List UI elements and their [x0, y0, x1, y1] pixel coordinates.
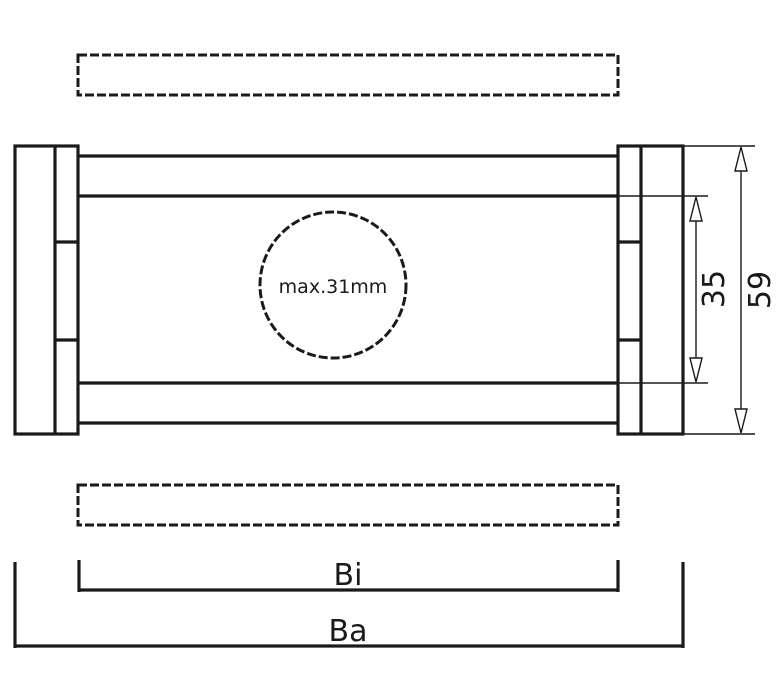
- outer-height-dimension: [683, 145, 755, 435]
- inner-width-label: Bi: [334, 558, 363, 593]
- outer-width-dimension: [13, 562, 685, 648]
- cable-circle: [258, 210, 408, 360]
- crossbars: [78, 154, 618, 425]
- outer-width-label: Ba: [329, 614, 368, 649]
- bottom-cover-strip: [76, 483, 620, 527]
- top-cover-strip: [76, 53, 620, 97]
- inner-height-dimension: [618, 195, 708, 384]
- right-side-plate: [616, 144, 685, 436]
- inner-width-dimension: [77, 560, 620, 592]
- circle-label: max.31mm: [279, 276, 388, 298]
- outer-height-label: 59: [743, 271, 778, 309]
- inner-height-label: 35: [697, 270, 732, 308]
- left-side-plate: [13, 144, 80, 436]
